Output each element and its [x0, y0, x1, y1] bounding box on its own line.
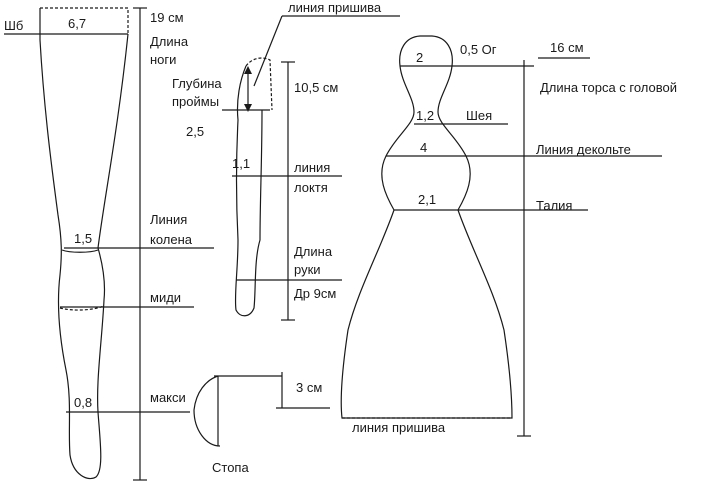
arm-seam-label: линия пришива — [288, 0, 382, 15]
torso-pattern: 2 0,5 Ог 16 см Длина торса с головой 1,2… — [340, 35, 677, 437]
leg-hip-label: Шб — [4, 18, 23, 33]
arm-length-value: 10,5 см — [294, 80, 338, 95]
torso-neck-label: Шея — [466, 108, 492, 123]
foot-outline — [193, 375, 221, 447]
arm-outline — [234, 65, 263, 317]
leg-length-title-1: Длина — [150, 34, 189, 49]
torso-neckline-width: 4 — [420, 140, 427, 155]
leg-knee-line-1: Линия — [150, 212, 187, 227]
arm-length-label-3: Др 9см — [294, 286, 336, 301]
foot-height-value: 3 см — [296, 380, 322, 395]
leg-knee-width: 1,5 — [74, 231, 92, 246]
leg-top-seam — [40, 7, 129, 34]
armhole-arrow-top — [244, 66, 252, 74]
torso-head-width: 2 — [416, 50, 423, 65]
torso-waist-label: Талия — [536, 198, 572, 213]
torso-length-title: Длина торса с головой — [540, 80, 677, 95]
arm-pattern: линия пришива Глубина проймы 2,5 10,5 см… — [172, 0, 400, 321]
arm-seam-leader — [253, 15, 283, 87]
arm-elbow-label-1: линия — [294, 160, 330, 175]
arm-elbow-width: 1,1 — [232, 156, 250, 171]
arm-elbow-label-2: локтя — [294, 180, 328, 195]
armhole-label-2: проймы — [172, 94, 219, 109]
leg-pattern: Шб 6,7 19 см Длина ноги 1,5 Линия колена… — [4, 7, 214, 481]
armhole-value: 2,5 — [186, 124, 204, 139]
leg-midi-label: миди — [150, 290, 181, 305]
torso-head-girth: 0,5 Ог — [460, 42, 497, 57]
leg-outline — [39, 8, 129, 480]
armhole-label-1: Глубина — [172, 76, 222, 91]
leg-ankle-width: 0,8 — [74, 395, 92, 410]
torso-length-value: 16 см — [550, 40, 584, 55]
leg-knee-curve — [61, 249, 99, 253]
torso-outline — [340, 35, 513, 419]
foot-label: Стопа — [212, 460, 249, 475]
leg-maxi-label: макси — [150, 390, 186, 405]
torso-neck-width: 1,2 — [416, 108, 434, 123]
armhole-arrow-bottom — [244, 104, 252, 112]
foot-pattern: 3 см Стопа — [193, 372, 330, 475]
torso-waist-width: 2,1 — [418, 192, 436, 207]
arm-length-label-1: Длина — [294, 244, 333, 259]
torso-neckline-label: Линия декольте — [536, 142, 631, 157]
leg-length-title-2: ноги — [150, 52, 176, 67]
leg-knee-line-2: колена — [150, 232, 193, 247]
arm-length-label-2: руки — [294, 262, 321, 277]
leg-length-value: 19 см — [150, 10, 184, 25]
torso-seam-label: линия пришива — [352, 420, 446, 435]
leg-top-width: 6,7 — [68, 16, 86, 31]
arm-cap-seam — [245, 57, 273, 111]
